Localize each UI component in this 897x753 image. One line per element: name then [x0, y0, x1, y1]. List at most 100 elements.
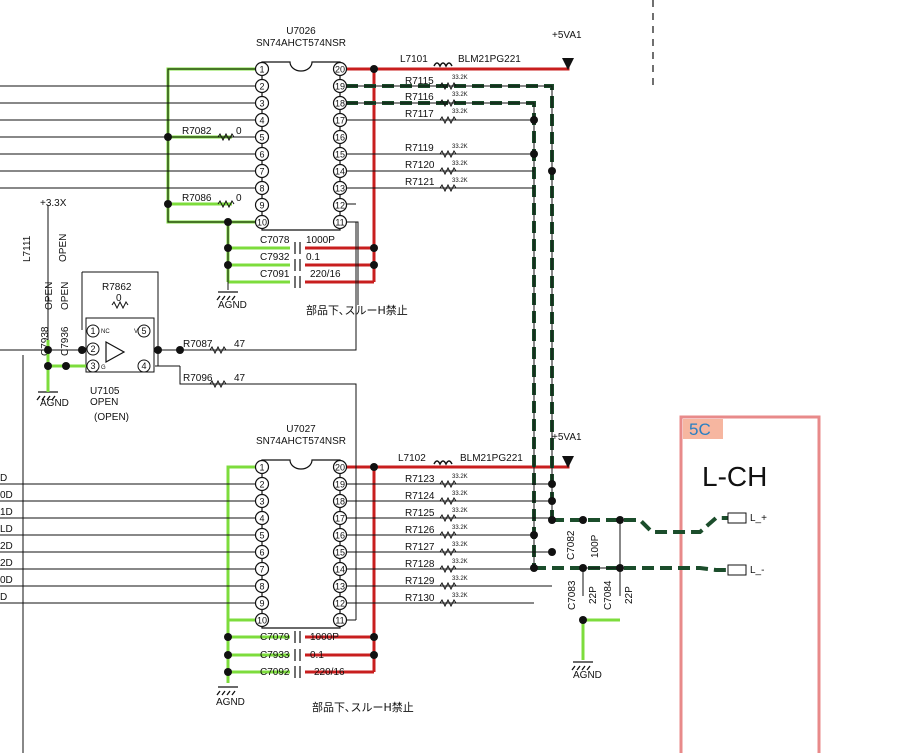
output-section: C7082 100P C7083 22P C7084 22P L_+ L_-: [566, 512, 767, 610]
ic-pin: [254, 476, 270, 492]
svg-text:0D: 0D: [0, 575, 13, 586]
ic-pin-number: 6: [259, 150, 264, 160]
svg-text:R7129: R7129: [405, 576, 435, 587]
ic-pin: [254, 544, 270, 560]
ic-pin-number: 19: [335, 480, 345, 490]
ferrite-bottom: L7102 BLM21PG221: [398, 453, 523, 466]
svg-text:OPEN: OPEN: [44, 282, 55, 310]
svg-text:R7123: R7123: [405, 474, 435, 485]
ic-pin: [254, 459, 270, 475]
ic-pin-number: 14: [335, 565, 345, 575]
svg-text:33.2K: 33.2K: [452, 178, 468, 184]
ic-pin-number: 9: [259, 599, 264, 609]
ic-pin-number: 20: [335, 463, 345, 473]
ic-pin: [332, 612, 348, 628]
ic-pin: [254, 510, 270, 526]
ic-pin-number: 18: [335, 99, 345, 109]
ic-pin: [332, 527, 348, 543]
ic-pin: [332, 561, 348, 577]
ferrite-bottom-ref: L7102: [398, 453, 426, 464]
svg-text:47: 47: [234, 373, 246, 384]
svg-text:R7127: R7127: [405, 542, 435, 553]
svg-text:R7862: R7862: [102, 282, 132, 293]
svg-text:2D: 2D: [0, 558, 13, 569]
ic-pin: [254, 163, 270, 179]
ic-pin: [332, 78, 348, 94]
svg-text:100P: 100P: [590, 534, 601, 558]
ic-pin-number: 16: [335, 531, 345, 541]
ic-pin: [332, 459, 348, 475]
svg-text:C7091: C7091: [260, 269, 290, 280]
svg-text:1000P: 1000P: [306, 235, 335, 246]
supply-top-arrow: [562, 58, 574, 70]
svg-text:33.2K: 33.2K: [452, 92, 468, 98]
ferrite-top-ref: L7101: [400, 54, 428, 65]
ic-pin-number: 19: [335, 82, 345, 92]
svg-text:33.2K: 33.2K: [452, 542, 468, 548]
ic-pin-number: 8: [259, 582, 264, 592]
ic-pin-number: 11: [335, 616, 344, 626]
ic-pin-number: 12: [335, 599, 345, 609]
ferrite-top: L7101 BLM21PG221: [400, 54, 521, 68]
ic-pin: [254, 527, 270, 543]
ic-pin: [254, 493, 270, 509]
svg-text:U7105: U7105: [90, 386, 120, 397]
ic-pin: [332, 95, 348, 111]
svg-text:33.2K: 33.2K: [452, 525, 468, 531]
svg-text:1000P: 1000P: [310, 632, 339, 643]
supply-top: +5VA1: [552, 30, 582, 41]
ic-pin: [332, 146, 348, 162]
svg-text:AGND: AGND: [573, 670, 602, 681]
ic-pin: [332, 112, 348, 128]
svg-text:AGND: AGND: [218, 300, 247, 311]
svg-text:L_-: L_-: [750, 565, 764, 576]
svg-text:C7938: C7938: [40, 326, 51, 356]
svg-text:G: G: [101, 365, 106, 371]
supply-bottom-arrow: [562, 456, 574, 468]
svg-text:5: 5: [141, 326, 146, 336]
svg-text:R7125: R7125: [405, 508, 435, 519]
svg-text:AGND: AGND: [216, 697, 245, 708]
resistor-symbols: [111, 81, 457, 608]
svg-text:1D: 1D: [0, 507, 13, 518]
svg-text:3: 3: [90, 361, 95, 371]
svg-text:33.2K: 33.2K: [452, 491, 468, 497]
ic-pin: [254, 129, 270, 145]
r7086-value: 0: [236, 193, 242, 204]
l-ch-box: [679, 415, 821, 753]
svg-text:220/16: 220/16: [314, 667, 345, 678]
ic-bottom-ref: U7027: [286, 424, 316, 435]
ic-pin-number: 7: [259, 167, 264, 177]
ic-pin-number: 16: [335, 133, 345, 143]
agnd-symbols: AGND AGND AGND AGND: [36, 291, 602, 708]
ic-pin: [254, 561, 270, 577]
ic-pin: [254, 612, 270, 628]
ic-pin: [332, 197, 348, 213]
ic-pin: [332, 180, 348, 196]
ic-pin-number: 15: [335, 150, 345, 160]
note-top: 部品下､スルーH禁止: [306, 303, 408, 317]
svg-text:R7121: R7121: [405, 177, 435, 188]
ic-pin-number: 1: [259, 65, 264, 75]
svg-text:R7117: R7117: [405, 109, 434, 120]
ic-u7026: U7026 SN74AHCT574NSR: [256, 26, 346, 231]
ic-pin-number: 14: [335, 167, 345, 177]
svg-text:R7120: R7120: [405, 160, 435, 171]
note-bottom: 部品下､スルーH禁止: [312, 700, 414, 714]
svg-text:0.1: 0.1: [310, 650, 324, 661]
svg-text:33.2K: 33.2K: [452, 559, 468, 565]
svg-text:4: 4: [141, 361, 146, 371]
svg-text:R7096: R7096: [183, 373, 213, 384]
ic-pin-number: 13: [335, 184, 345, 194]
svg-text:2: 2: [90, 344, 95, 354]
ic-pin-number: 10: [257, 218, 267, 228]
bottom-resistor-labels: R7123 R7124 R7125 R7126 R7127 R7128 R712…: [405, 474, 468, 604]
supply-bottom: +5VA1: [552, 432, 582, 443]
ic-pin-number: 2: [259, 480, 264, 490]
svg-text:LD: LD: [0, 524, 13, 535]
ferrite-top-part: BLM21PG221: [458, 54, 521, 65]
supply-33: +3.3X: [40, 198, 67, 209]
ic-pin-number: 5: [259, 531, 264, 541]
ic-pin: [332, 595, 348, 611]
